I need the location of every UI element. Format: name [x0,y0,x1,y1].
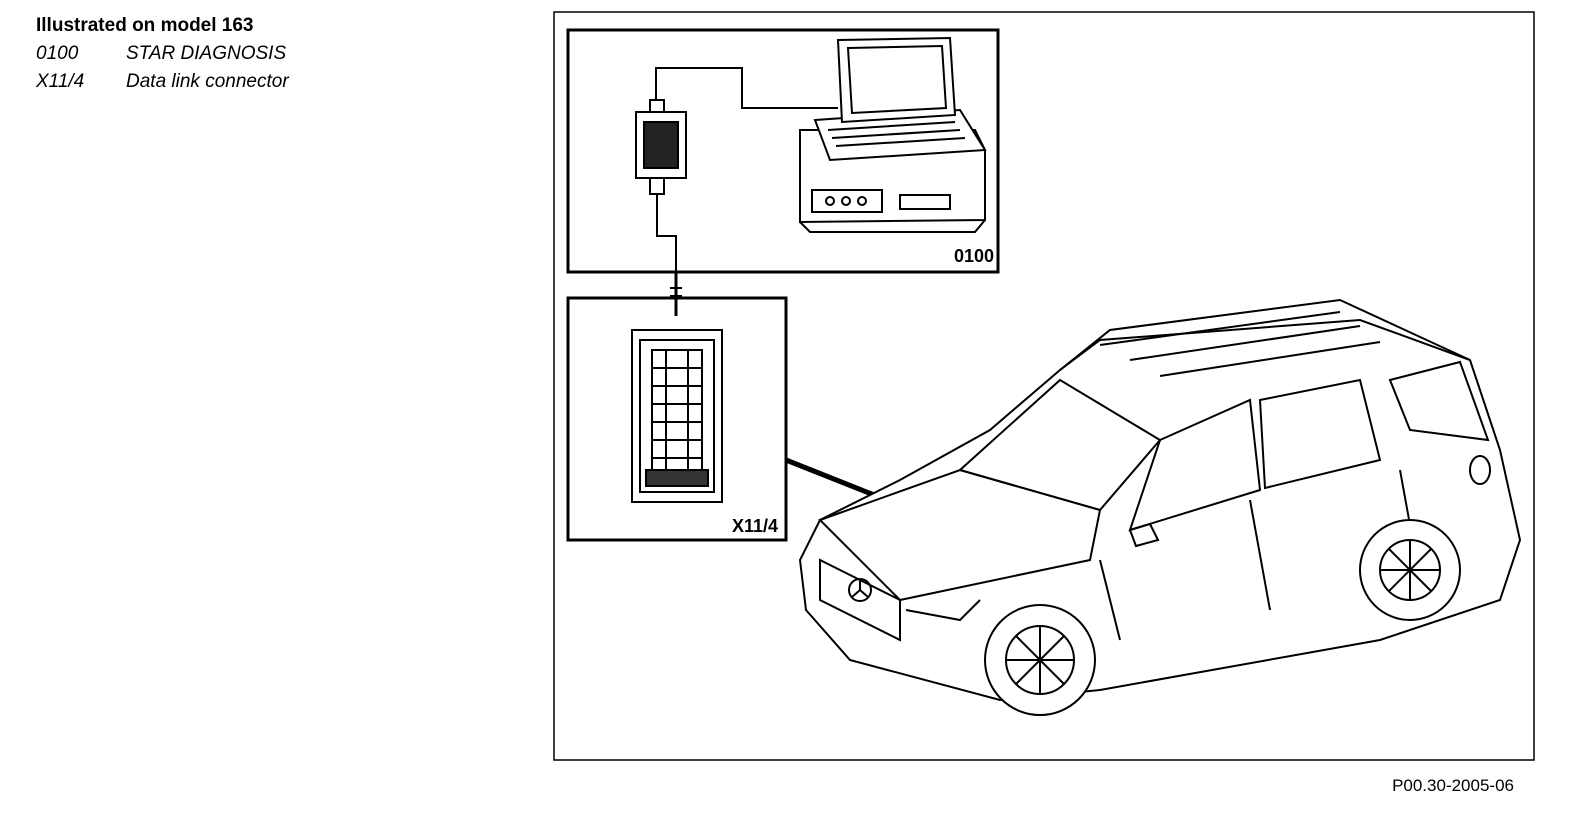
legend-code: X11/4 [36,71,85,92]
figure-code: P00.30-2005-06 [1392,776,1514,795]
legend-item: 0100 STAR DIAGNOSIS [36,40,289,68]
legend-item: X11/4 Data link connector [36,68,289,96]
callout-0100: 0100 [954,246,994,266]
legend: Illustrated on model 163 0100 STAR DIAGN… [36,12,289,96]
illustration-frame [553,11,1535,761]
diagnosis-cable [655,67,838,109]
connector-icon [631,329,723,503]
legend-label: STAR DIAGNOSIS [126,43,287,64]
legend-label: Data link connector [126,71,289,92]
legend-title: Illustrated on model 163 [36,15,254,36]
legend-code: 0100 [36,43,79,64]
callout-x11-4: X11/4 [732,516,778,536]
connector-box: X11/4 [566,296,788,542]
vehicle-illustration [798,298,1522,716]
multiplexer-icon [635,99,687,195]
laptop-icon [799,36,987,233]
diagnosis-box: 0100 [566,28,1000,274]
